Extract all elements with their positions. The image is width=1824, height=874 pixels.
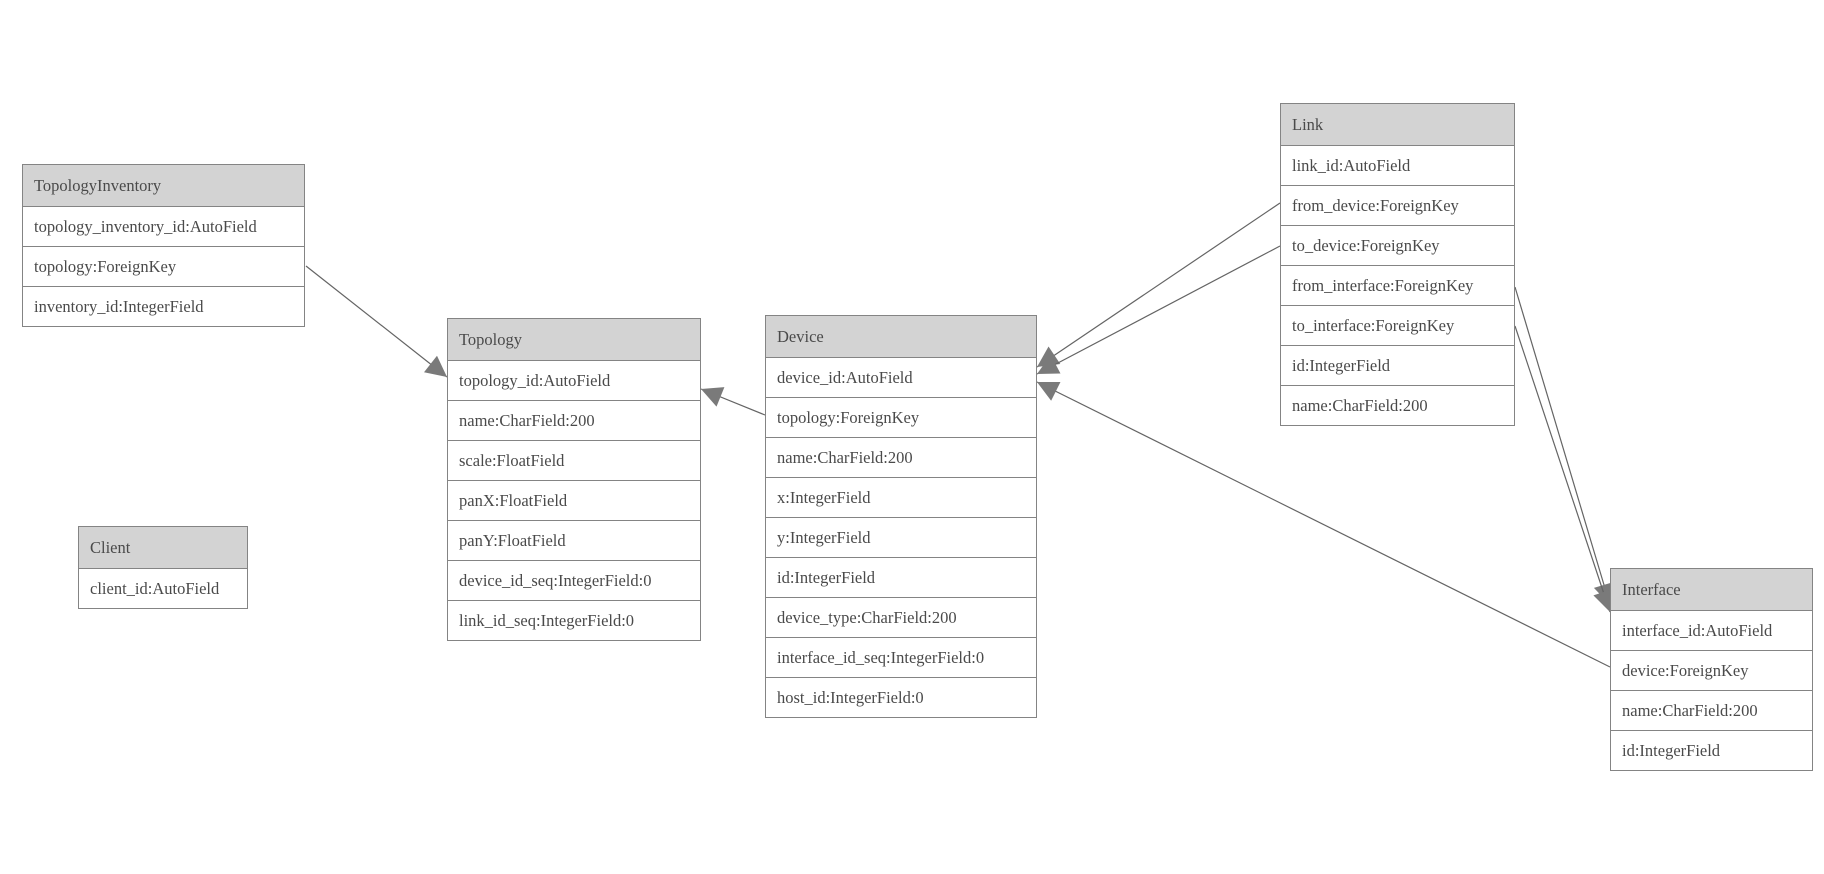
- entity-table-interface: Interface interface_id:AutoField device:…: [1610, 568, 1813, 771]
- field-row: to_interface:ForeignKey: [1281, 306, 1514, 346]
- field-row: name:CharField:200: [448, 401, 700, 441]
- entity-title: Device: [766, 316, 1036, 358]
- entity-table-device: Device device_id:AutoField topology:Fore…: [765, 315, 1037, 718]
- edge-interface-device: [1036, 381, 1611, 668]
- entity-table-topology: Topology topology_id:AutoField name:Char…: [447, 318, 701, 641]
- entity-table-client: Client client_id:AutoField: [78, 526, 248, 609]
- edge-link-todevice-device: [1036, 245, 1281, 375]
- field-row: name:CharField:200: [1281, 386, 1514, 425]
- field-row: panY:FloatField: [448, 521, 700, 561]
- field-row: id:IntegerField: [1611, 731, 1812, 770]
- field-row: interface_id:AutoField: [1611, 611, 1812, 651]
- field-row: from_interface:ForeignKey: [1281, 266, 1514, 306]
- entity-title: Client: [79, 527, 247, 569]
- edge-link-fromdevice-device: [1036, 202, 1281, 368]
- field-row: topology_inventory_id:AutoField: [23, 207, 304, 247]
- field-row: id:IntegerField: [1281, 346, 1514, 386]
- field-row: topology_id:AutoField: [448, 361, 700, 401]
- field-row: interface_id_seq:IntegerField:0: [766, 638, 1036, 678]
- entity-table-topologyinventory: TopologyInventory topology_inventory_id:…: [22, 164, 305, 327]
- field-row: topology:ForeignKey: [766, 398, 1036, 438]
- field-row: link_id:AutoField: [1281, 146, 1514, 186]
- entity-title: Topology: [448, 319, 700, 361]
- field-row: device_type:CharField:200: [766, 598, 1036, 638]
- field-row: link_id_seq:IntegerField:0: [448, 601, 700, 640]
- field-row: device_id_seq:IntegerField:0: [448, 561, 700, 601]
- edge-link-frominterface-interface: [1514, 286, 1615, 606]
- entity-title: Link: [1281, 104, 1514, 146]
- field-row: topology:ForeignKey: [23, 247, 304, 287]
- field-row: scale:FloatField: [448, 441, 700, 481]
- edge-topologyinventory-topology: [305, 265, 448, 378]
- entity-title: TopologyInventory: [23, 165, 304, 207]
- field-row: name:CharField:200: [766, 438, 1036, 478]
- field-row: from_device:ForeignKey: [1281, 186, 1514, 226]
- field-row: inventory_id:IntegerField: [23, 287, 304, 326]
- entity-table-link: Link link_id:AutoField from_device:Forei…: [1280, 103, 1515, 426]
- edge-link-tointerface-interface: [1514, 325, 1614, 613]
- field-row: to_device:ForeignKey: [1281, 226, 1514, 266]
- field-row: device:ForeignKey: [1611, 651, 1812, 691]
- edge-device-topology: [700, 387, 766, 416]
- field-row: host_id:IntegerField:0: [766, 678, 1036, 717]
- field-row: name:CharField:200: [1611, 691, 1812, 731]
- field-row: y:IntegerField: [766, 518, 1036, 558]
- field-row: x:IntegerField: [766, 478, 1036, 518]
- field-row: client_id:AutoField: [79, 569, 247, 608]
- entity-title: Interface: [1611, 569, 1812, 611]
- field-row: panX:FloatField: [448, 481, 700, 521]
- field-row: device_id:AutoField: [766, 358, 1036, 398]
- field-row: id:IntegerField: [766, 558, 1036, 598]
